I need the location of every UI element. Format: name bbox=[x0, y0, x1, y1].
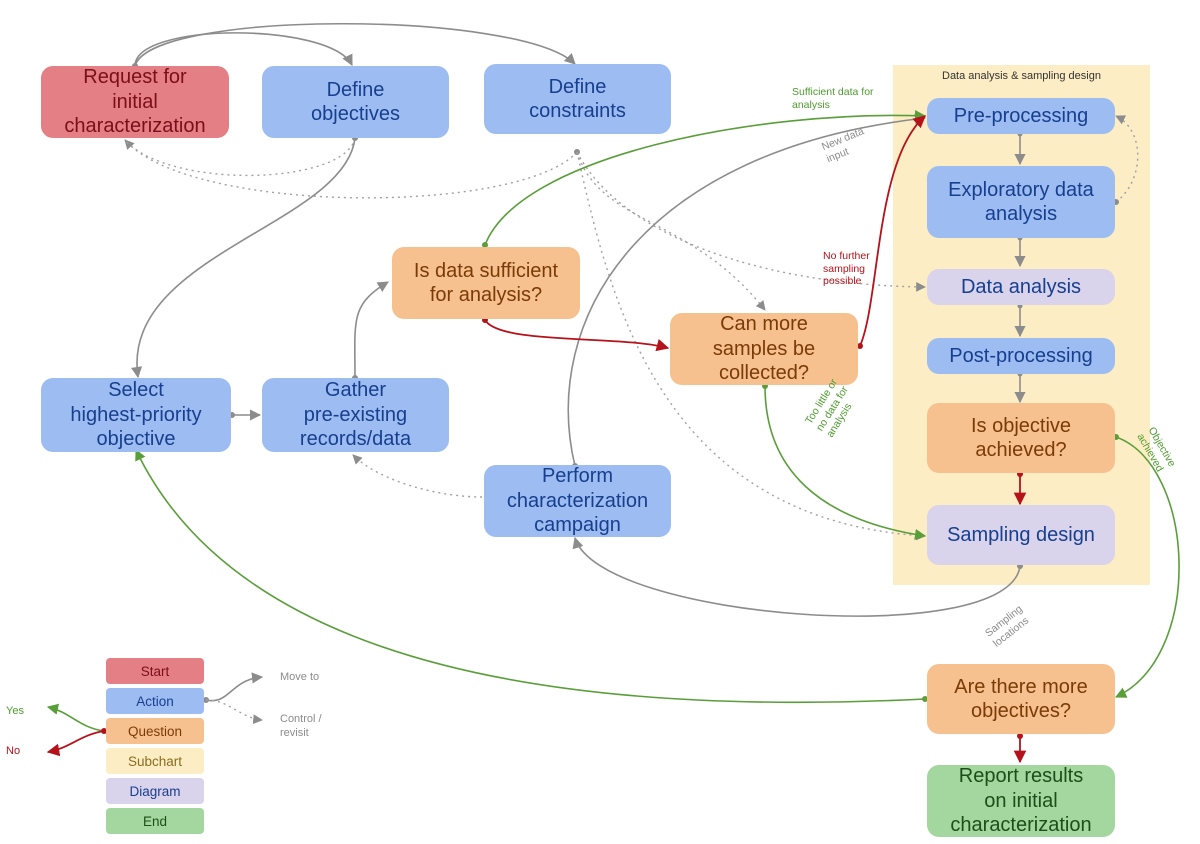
edge-subchart-chain bbox=[1014, 131, 1026, 404]
subchart-title: Data analysis & sampling design bbox=[942, 70, 1101, 82]
edge-more-samples-no bbox=[857, 115, 926, 349]
edge-objectives-to-select bbox=[131, 137, 356, 379]
legend-diagram: Diagram bbox=[106, 778, 204, 804]
legend-subchart: Subchart bbox=[106, 748, 204, 774]
edge-exploratory-revisit bbox=[1113, 115, 1139, 205]
edge-request-to-objectives bbox=[132, 22, 576, 69]
node-post-processing: Post-processing bbox=[927, 338, 1115, 374]
node-define-constraints: Define constraints bbox=[484, 64, 671, 134]
edge-more-objectives-yes bbox=[135, 448, 928, 704]
node-can-more-samples: Can more samples be collected? bbox=[670, 313, 858, 385]
node-exploratory-data-analysis: Exploratory data analysis bbox=[927, 166, 1115, 238]
node-perform-characterization-campaign: Perform characterization campaign bbox=[484, 465, 671, 537]
edge-objective-no bbox=[1013, 471, 1027, 506]
node-is-data-sufficient: Is data sufficient for analysis? bbox=[392, 247, 580, 319]
node-gather-pre-existing-records: Gather pre-existing records/data bbox=[262, 378, 449, 452]
edge-sufficient-no bbox=[482, 317, 670, 352]
edge-sufficient-yes bbox=[482, 110, 927, 248]
node-are-there-more-objectives: Are there more objectives? bbox=[927, 664, 1115, 734]
legend-move-to: Move to bbox=[280, 671, 320, 683]
label-sufficient-data: Sufficient data for analysis bbox=[792, 86, 874, 111]
node-is-objective-achieved: Is objective achieved? bbox=[927, 403, 1115, 473]
legend-no: No bbox=[6, 745, 21, 757]
legend-start: Start bbox=[106, 658, 204, 684]
node-request-initial-characterization: Request for initial characterization bbox=[41, 66, 229, 138]
legend-end: End bbox=[106, 808, 204, 834]
edge-gather-to-sufficient bbox=[352, 281, 389, 381]
edge-objective-yes bbox=[1113, 434, 1180, 698]
edge-select-to-gather bbox=[229, 409, 262, 421]
edge-more-objectives-no bbox=[1013, 733, 1027, 764]
edge-control-to-request bbox=[124, 135, 580, 199]
node-report-results: Report results on initial characterizati… bbox=[927, 765, 1115, 837]
node-sampling-design: Sampling design bbox=[927, 505, 1115, 565]
legend-action: Action bbox=[106, 688, 204, 714]
node-pre-processing: Pre-processing bbox=[927, 98, 1115, 134]
label-no-further-sampling: No further sampling possible bbox=[823, 250, 870, 288]
edge-campaign-to-gather bbox=[352, 454, 483, 498]
node-data-analysis: Data analysis bbox=[927, 269, 1115, 305]
legend-arrows bbox=[46, 672, 264, 757]
node-select-highest-priority-objective: Select highest-priority objective bbox=[41, 378, 231, 452]
legend-yes: Yes bbox=[6, 705, 24, 717]
legend-control-revisit: Control / revisit bbox=[280, 713, 322, 739]
node-define-objectives: Define objectives bbox=[262, 66, 449, 138]
edge-constraints-control bbox=[576, 151, 926, 541]
legend-question: Question bbox=[106, 718, 204, 744]
